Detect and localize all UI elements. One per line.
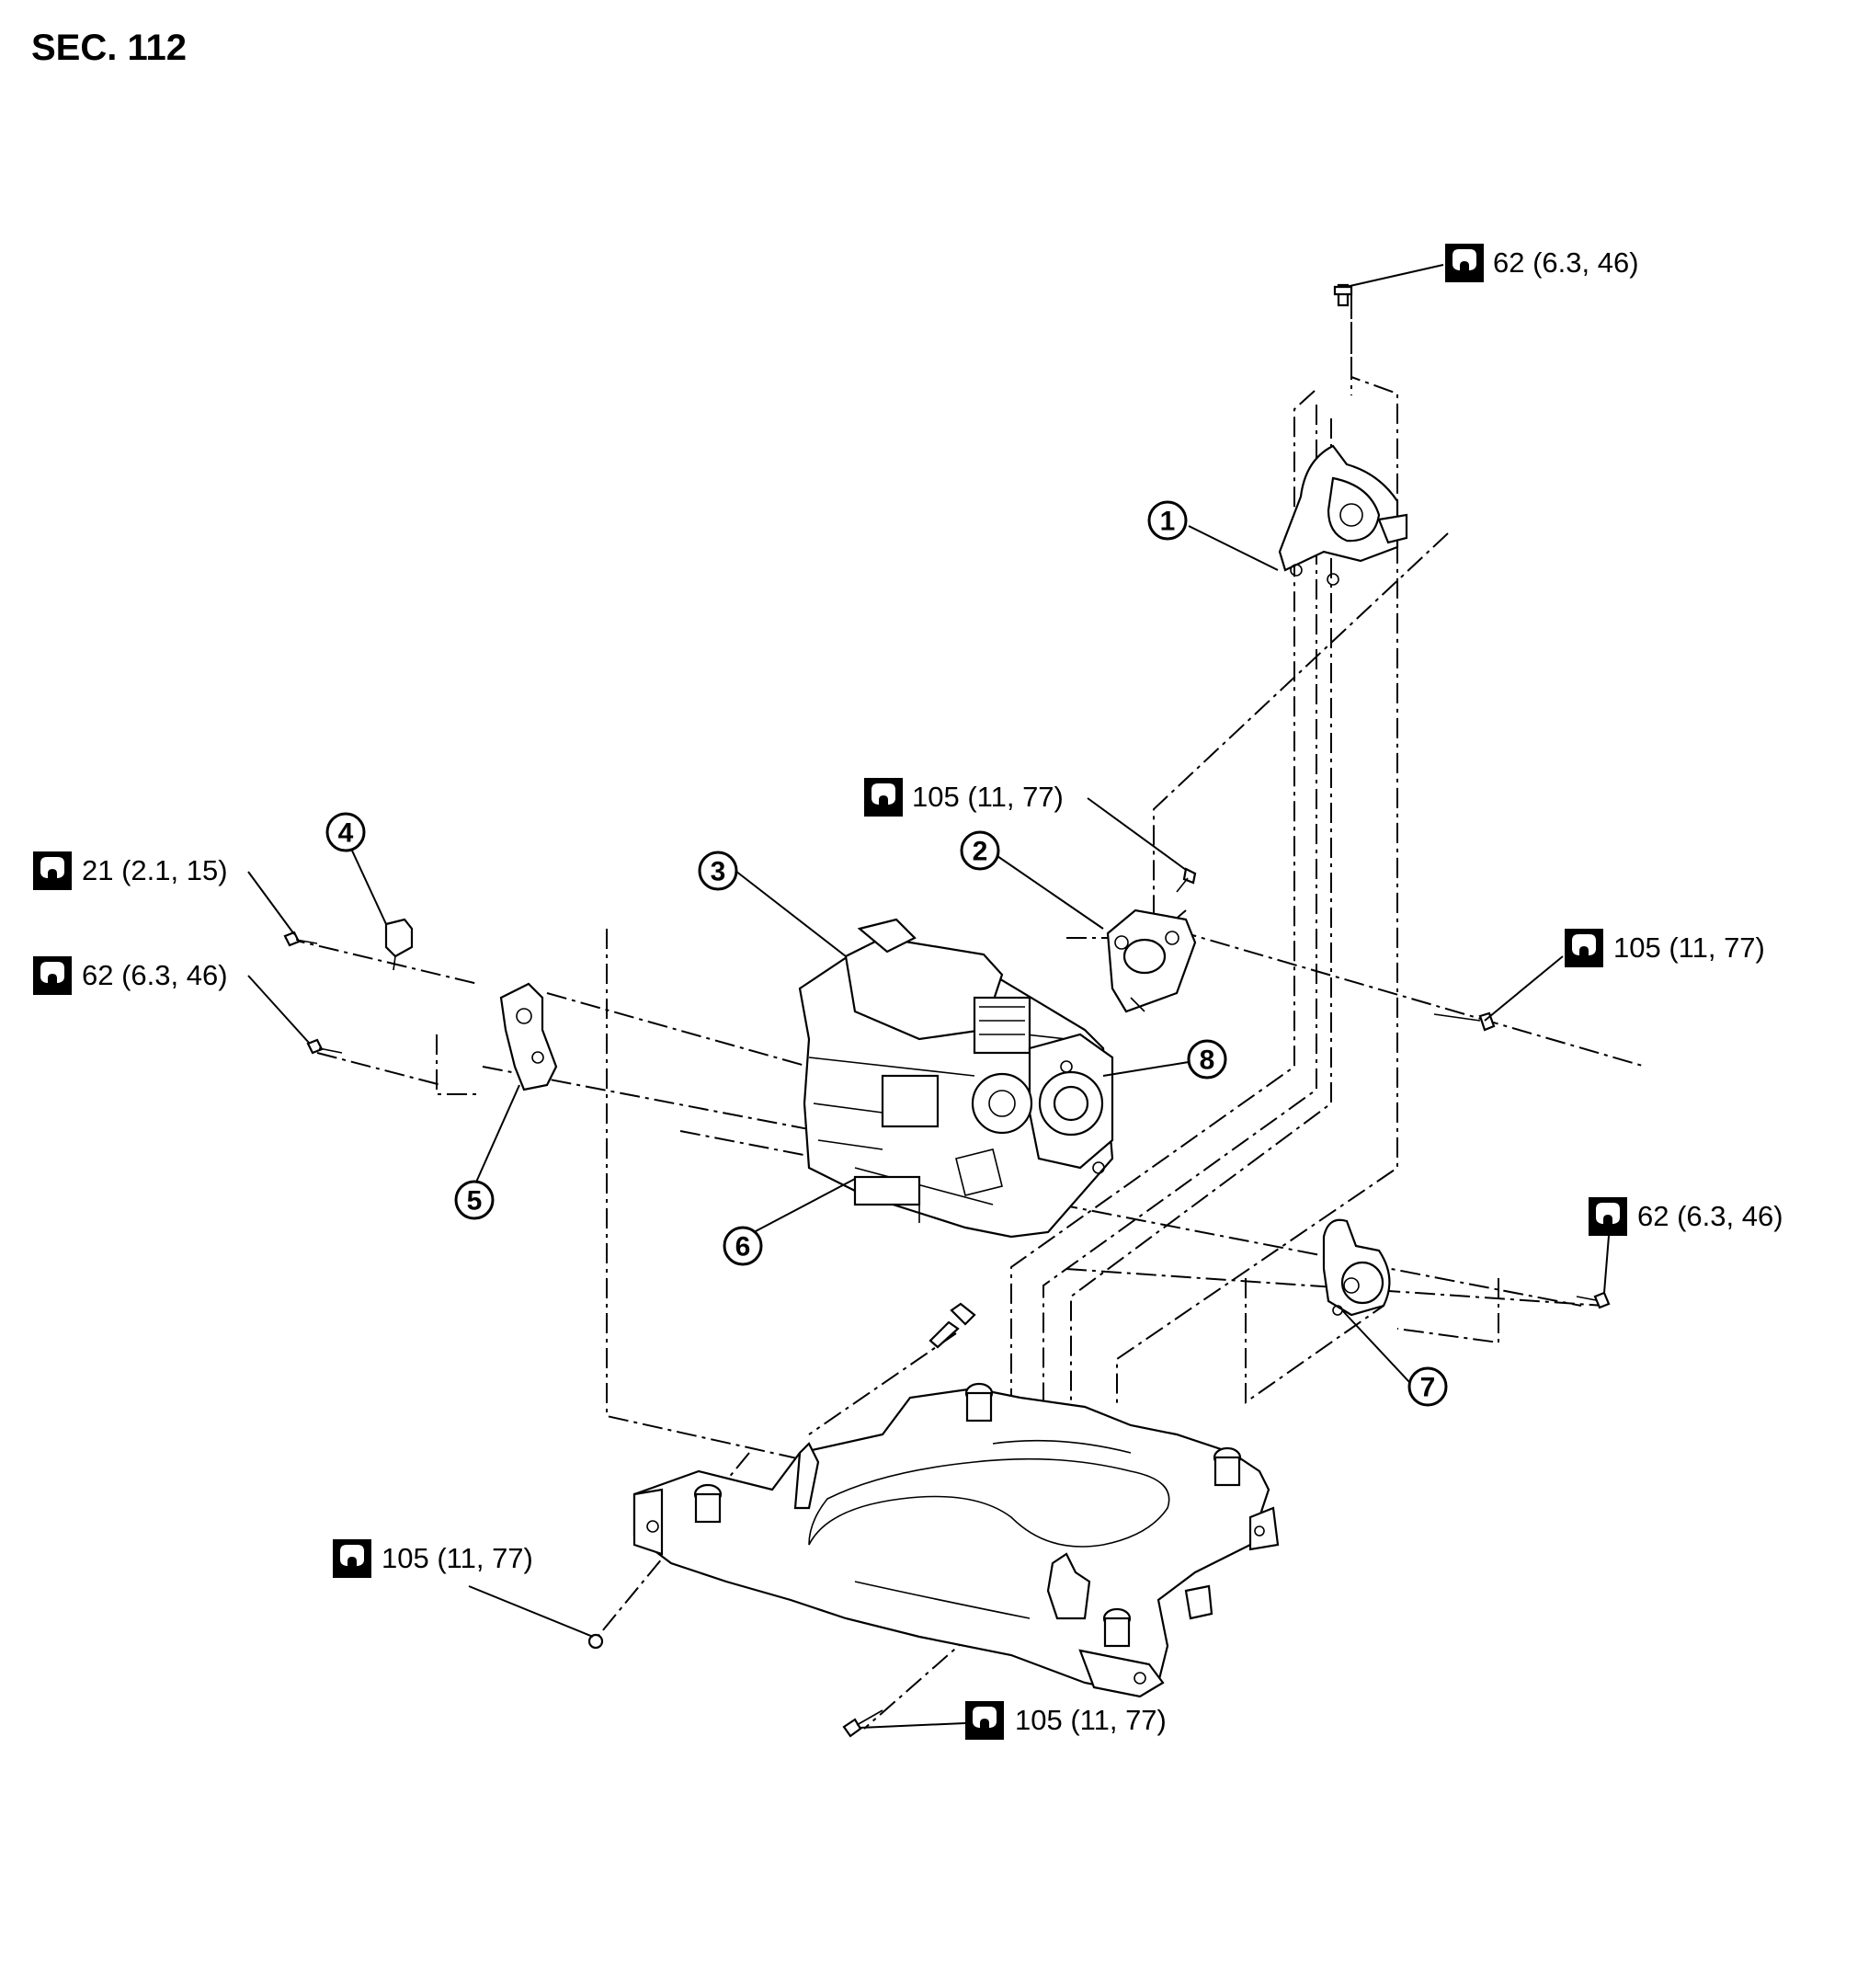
circled-number-icon — [1187, 1039, 1227, 1080]
torque-wrench-icon — [864, 778, 903, 817]
motor-reducer-assembly — [798, 918, 1114, 1239]
left-mount-bracket — [499, 982, 558, 1091]
torque-spec-bottom-center: 105 (11, 77) — [965, 1701, 1167, 1740]
svg-text:3: 3 — [711, 857, 726, 887]
torque-spec-bottom-left: 105 (11, 77) — [333, 1539, 533, 1578]
harness-clip — [384, 918, 414, 971]
bolts — [283, 283, 1611, 1738]
svg-text:7: 7 — [1420, 1373, 1436, 1403]
svg-text:105 (11, 77): 105 (11, 77) — [1613, 931, 1765, 964]
bolt-right-lower — [1576, 1291, 1611, 1309]
svg-text:21 (2.1, 15): 21 (2.1, 15) — [82, 854, 228, 886]
bolt-left-1 — [283, 931, 318, 947]
svg-text:1: 1 — [1160, 507, 1176, 537]
bolt-upper-mid — [1176, 867, 1197, 893]
torque-spec-upper-mid: 105 (11, 77) — [864, 778, 1064, 817]
circled-number-icon — [723, 1226, 763, 1266]
torque-spec-left-1: 21 (2.1, 15) — [33, 851, 228, 890]
upper-engine-mount — [1278, 444, 1408, 586]
mount-bracket — [1106, 908, 1197, 1013]
bolt-right-mid — [1433, 1011, 1496, 1032]
bolt-top — [1333, 283, 1353, 307]
callout-4: 4 — [325, 812, 366, 852]
svg-text:105 (11, 77): 105 (11, 77) — [1015, 1704, 1167, 1736]
nut-bottom-left — [587, 1633, 604, 1650]
torque-wrench-icon — [1589, 1197, 1627, 1236]
bolt-bottom-center — [842, 1709, 883, 1738]
circled-number-icon — [960, 830, 1000, 871]
circled-number-icon — [1147, 500, 1188, 541]
torque-wrench-icon — [33, 956, 72, 995]
callout-8: 8 — [1187, 1039, 1227, 1080]
circled-number-icon — [698, 851, 738, 891]
callout-3: 3 — [698, 851, 738, 891]
svg-text:4: 4 — [338, 818, 354, 849]
circled-number-icon — [454, 1180, 495, 1220]
svg-text:105 (11, 77): 105 (11, 77) — [382, 1542, 533, 1574]
callout-7: 7 — [1407, 1366, 1448, 1407]
torque-wrench-icon — [33, 851, 72, 890]
callout-5: 5 — [454, 1180, 495, 1220]
bolt-left-2 — [306, 1038, 343, 1055]
torque-wrench-icon — [965, 1701, 1004, 1740]
svg-text:62 (6.3, 46): 62 (6.3, 46) — [82, 959, 228, 991]
callout-1: 1 — [1147, 500, 1188, 541]
front-suspension-member — [632, 1382, 1280, 1698]
torque-spec-left-2: 62 (6.3, 46) — [33, 956, 228, 995]
leader-lines — [247, 264, 1610, 1729]
torque-wrench-icon — [1445, 244, 1484, 282]
torque-spec-right-lower: 62 (6.3, 46) — [1589, 1197, 1783, 1236]
torque-wrench-icon — [1565, 929, 1603, 967]
circled-number-icon — [1407, 1366, 1448, 1407]
callout-6: 6 — [723, 1226, 763, 1266]
svg-text:105 (11, 77): 105 (11, 77) — [912, 781, 1064, 813]
section-label: SEC. 112 — [31, 28, 188, 68]
torque-spec-right-mid: 105 (11, 77) — [1565, 929, 1765, 967]
svg-text:2: 2 — [973, 837, 988, 867]
svg-text:62 (6.3, 46): 62 (6.3, 46) — [1493, 246, 1639, 279]
rear-engine-mount — [1322, 1218, 1391, 1317]
torque-spec-top-right: 62 (6.3, 46) — [1445, 244, 1639, 282]
svg-text:5: 5 — [467, 1186, 483, 1217]
svg-text:6: 6 — [735, 1232, 751, 1262]
svg-text:8: 8 — [1200, 1045, 1215, 1076]
torque-wrench-icon — [333, 1539, 371, 1578]
circled-number-icon — [325, 812, 366, 852]
svg-text:62 (6.3, 46): 62 (6.3, 46) — [1637, 1200, 1783, 1232]
callout-2: 2 — [960, 830, 1000, 871]
bolt-long-center — [928, 1302, 976, 1349]
